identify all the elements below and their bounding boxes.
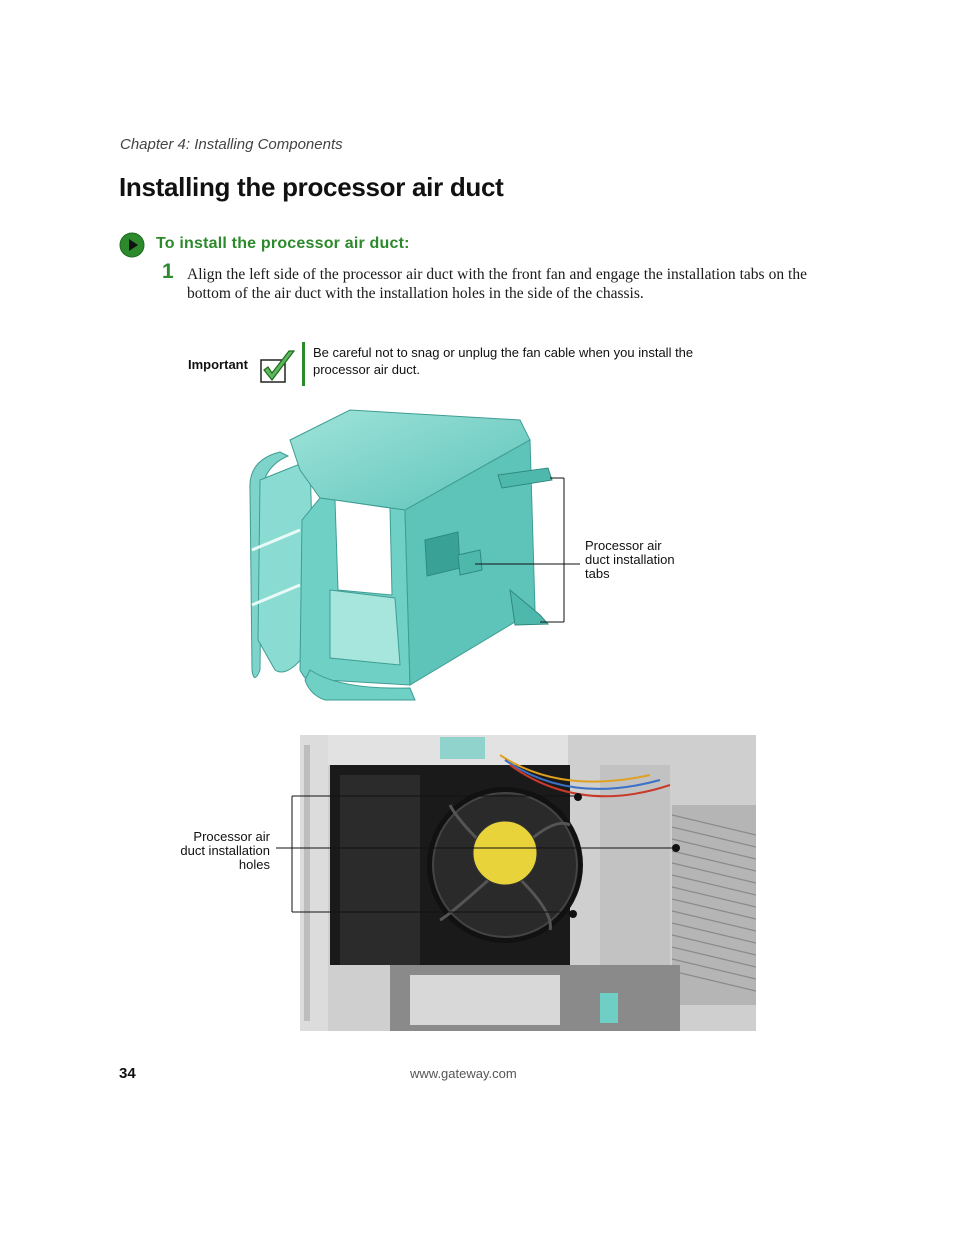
- page-number: 34: [119, 1065, 136, 1082]
- callout-tabs-line-3: tabs: [585, 566, 610, 581]
- callout-holes-line-3: holes: [238, 857, 270, 872]
- callout-tabs-line-2: duct installation: [585, 552, 675, 567]
- air-duct-illustration: [249, 409, 553, 701]
- callout-holes-line-1: Processor air: [193, 829, 270, 844]
- step-text: Align the left side of the processor air…: [187, 266, 807, 302]
- chapter-header: Chapter 4: Installing Components: [120, 136, 343, 153]
- play-arrow-icon: [119, 232, 145, 258]
- page-title: Installing the processor air duct: [119, 172, 504, 202]
- checkmark-icon: [260, 350, 296, 383]
- procedure-title: To install the processor air duct:: [156, 235, 410, 252]
- callout-holes-line-2: duct installation: [180, 843, 270, 858]
- important-divider: [302, 342, 305, 386]
- callout-tabs-label: Processor air duct installation tabs: [585, 539, 675, 581]
- important-label: Important: [188, 357, 248, 372]
- chassis-photo: [300, 735, 756, 1031]
- important-text: Be careful not to snag or unplug the fan…: [313, 345, 694, 377]
- footer-url[interactable]: www.gateway.com: [410, 1066, 517, 1081]
- callout-tabs-line-1: Processor air: [585, 538, 662, 553]
- step-number: 1: [162, 260, 174, 283]
- callout-holes-label: Processor air duct installation holes: [160, 830, 270, 872]
